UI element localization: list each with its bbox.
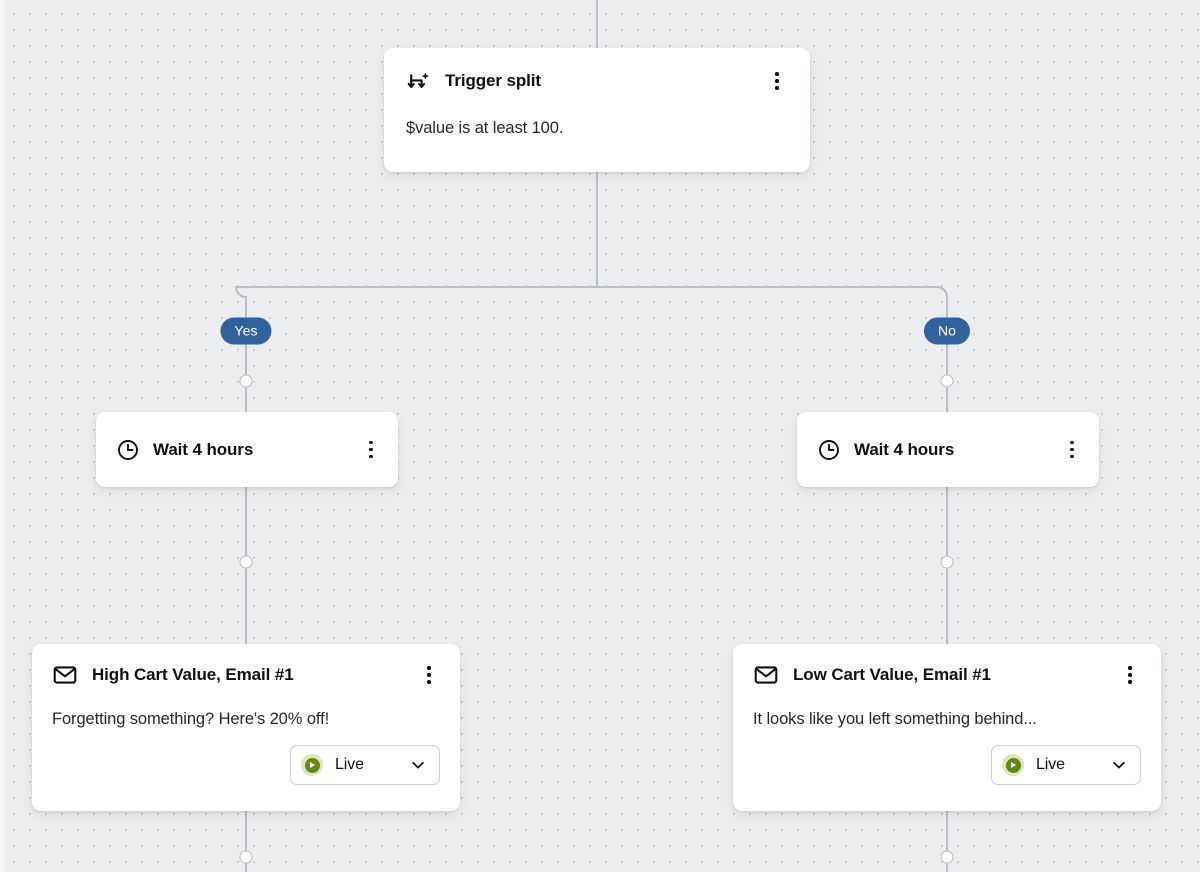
- play-circle-icon: [1002, 754, 1024, 776]
- email-subject-preview: Forgetting something? Here's 20% off!: [52, 710, 330, 728]
- branch-label-no[interactable]: No: [923, 317, 971, 345]
- kebab-menu-icon[interactable]: [1119, 662, 1141, 688]
- card-title: Wait 4 hours: [153, 439, 254, 459]
- card-header: High Cart Value, Email #1: [52, 662, 440, 688]
- clock-icon: [817, 438, 841, 462]
- trigger-split-condition: $value is at least 100.: [406, 119, 564, 137]
- branch-label-yes[interactable]: Yes: [220, 317, 272, 345]
- envelope-icon: [753, 662, 779, 688]
- chevron-down-icon[interactable]: [409, 756, 427, 774]
- card-title: Trigger split: [445, 71, 541, 90]
- connector-node-dot-yes-upper[interactable]: [239, 374, 253, 388]
- status-label: Live: [1036, 756, 1065, 773]
- kebab-menu-icon[interactable]: [360, 437, 382, 463]
- kebab-menu-icon[interactable]: [418, 662, 440, 688]
- node-card-trigger-split[interactable]: Trigger split $value is at least 100.: [384, 48, 810, 172]
- node-card-email-low-cart-value[interactable]: Low Cart Value, Email #1 It looks like y…: [733, 644, 1161, 811]
- split-branch-icon: [406, 69, 431, 94]
- card-title: Wait 4 hours: [854, 439, 955, 459]
- node-card-email-high-cart-value[interactable]: High Cart Value, Email #1 Forgetting som…: [32, 644, 460, 811]
- card-title: Low Cart Value, Email #1: [793, 665, 991, 684]
- card-header: Wait 4 hours: [817, 437, 1083, 463]
- connector-node-dot-yes-middle[interactable]: [239, 555, 253, 569]
- status-dropdown-live[interactable]: Live: [991, 745, 1141, 785]
- connector-node-dot-no-middle[interactable]: [940, 555, 954, 569]
- status-label: Live: [335, 756, 364, 773]
- connector-node-dot-no-upper[interactable]: [940, 374, 954, 388]
- card-header: Wait 4 hours: [116, 437, 382, 463]
- node-card-wait-yes[interactable]: Wait 4 hours: [96, 412, 398, 487]
- clock-icon: [116, 438, 140, 462]
- node-card-wait-no[interactable]: Wait 4 hours: [797, 412, 1099, 487]
- connector-node-dot-yes-lower[interactable]: [239, 850, 253, 864]
- card-header: Low Cart Value, Email #1: [753, 662, 1141, 688]
- status-row: Live: [52, 745, 440, 785]
- play-circle-icon: [301, 754, 323, 776]
- kebab-menu-icon[interactable]: [1061, 437, 1083, 463]
- connector-node-dot-no-lower[interactable]: [940, 850, 954, 864]
- chevron-down-icon[interactable]: [1110, 756, 1128, 774]
- card-title: High Cart Value, Email #1: [92, 665, 294, 684]
- email-subject-preview: It looks like you left something behind.…: [753, 710, 1037, 728]
- status-row: Live: [753, 745, 1141, 785]
- kebab-menu-icon[interactable]: [766, 68, 788, 94]
- card-header: Trigger split: [406, 68, 788, 94]
- status-dropdown-live[interactable]: Live: [290, 745, 440, 785]
- envelope-icon: [52, 662, 78, 688]
